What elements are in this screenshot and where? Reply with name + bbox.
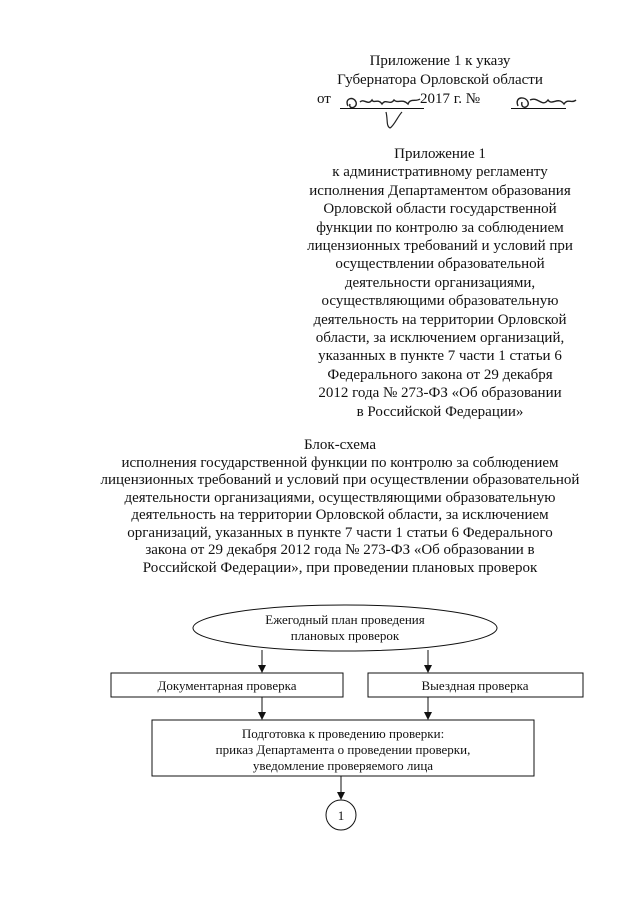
order-date-field	[340, 90, 424, 109]
regulation-annex-line: деятельность на территории Орловской	[313, 311, 567, 328]
handwritten-signature	[346, 97, 577, 129]
regulation-annex-line: исполнения Департаментом образования	[309, 182, 571, 199]
regulation-annex-line: осуществлении образовательной	[335, 256, 545, 273]
documentary-check-label: Документарная проверка	[157, 678, 296, 693]
regulation-annex-line: Приложение 1	[394, 146, 486, 162]
plan-ellipse	[192, 604, 498, 652]
regulation-annex-line: Федерального закона от 29 декабря	[327, 366, 553, 383]
preparation-line: уведомление проверяемого лица	[253, 758, 433, 773]
regulation-annex-line: области, за исключением организаций,	[315, 330, 565, 347]
connector-label: 1	[338, 808, 345, 823]
connector-circle	[325, 799, 357, 831]
scheme-title-line: Российской Федерации», при проведении пл…	[142, 559, 538, 576]
scheme-title-line: лицензионных требований и условий при ос…	[100, 472, 580, 488]
regulation-annex-line: в Российской Федерации»	[356, 403, 524, 420]
plan-ellipse-line: плановых проверок	[291, 628, 400, 643]
preparation-line: Подготовка к проведению проверки:	[242, 726, 444, 741]
decree-order-line: от 2017 г. №	[290, 90, 590, 129]
scheme-title-line: деятельности организациями, осуществляющ…	[124, 489, 556, 506]
order-prefix: от	[317, 91, 331, 107]
plan-ellipse-line: Ежегодный план проведения	[265, 612, 425, 627]
regulation-annex-line: деятельности организациями,	[344, 274, 536, 291]
decree-annex-header: Приложение 1 к указу Губернатора Орловск…	[290, 52, 590, 129]
regulation-annex-block: Приложение 1 к административному регламе…	[280, 145, 600, 421]
scheme-title-line: организаций, указанных в пункте 7 части …	[127, 524, 553, 541]
regulation-annex-line: лицензионных требований и условий при	[307, 238, 573, 255]
scheme-title-line: Блок-схема	[304, 437, 376, 453]
preparation-line: приказ Департамента о проведении проверк…	[216, 742, 471, 757]
regulation-annex-line: Орловской области государственной	[323, 201, 557, 218]
scheme-title-line: деятельность на территории Орловской обл…	[131, 507, 549, 523]
scheme-title-line: закона от 29 декабря 2012 года № 273-ФЗ …	[145, 542, 535, 558]
decree-annex-line: Приложение 1 к указу	[369, 53, 511, 69]
regulation-annex-line: указанных в пункте 7 части 1 статьи 6	[318, 348, 562, 365]
onsite-check-label: Выездная проверка	[422, 678, 529, 693]
block-scheme-title: Блок-схема исполнения государственной фу…	[80, 437, 600, 577]
regulation-annex-line: функции по контролю за соблюдением	[316, 219, 564, 236]
documentary-check-box	[110, 672, 344, 698]
scheme-title-line: исполнения государственной функции по ко…	[121, 454, 559, 471]
onsite-check-box	[367, 672, 584, 698]
regulation-annex-line: 2012 года № 273-ФЗ «Об образовании	[318, 385, 562, 402]
preparation-box	[151, 719, 535, 777]
regulation-annex-line: к административному регламенту	[332, 164, 548, 181]
order-year: 2017 г. №	[420, 91, 481, 107]
decree-annex-line: Губернатора Орловской области	[337, 72, 543, 88]
regulation-annex-line: осуществляющими образовательную	[321, 293, 559, 310]
order-number-field	[511, 90, 566, 109]
